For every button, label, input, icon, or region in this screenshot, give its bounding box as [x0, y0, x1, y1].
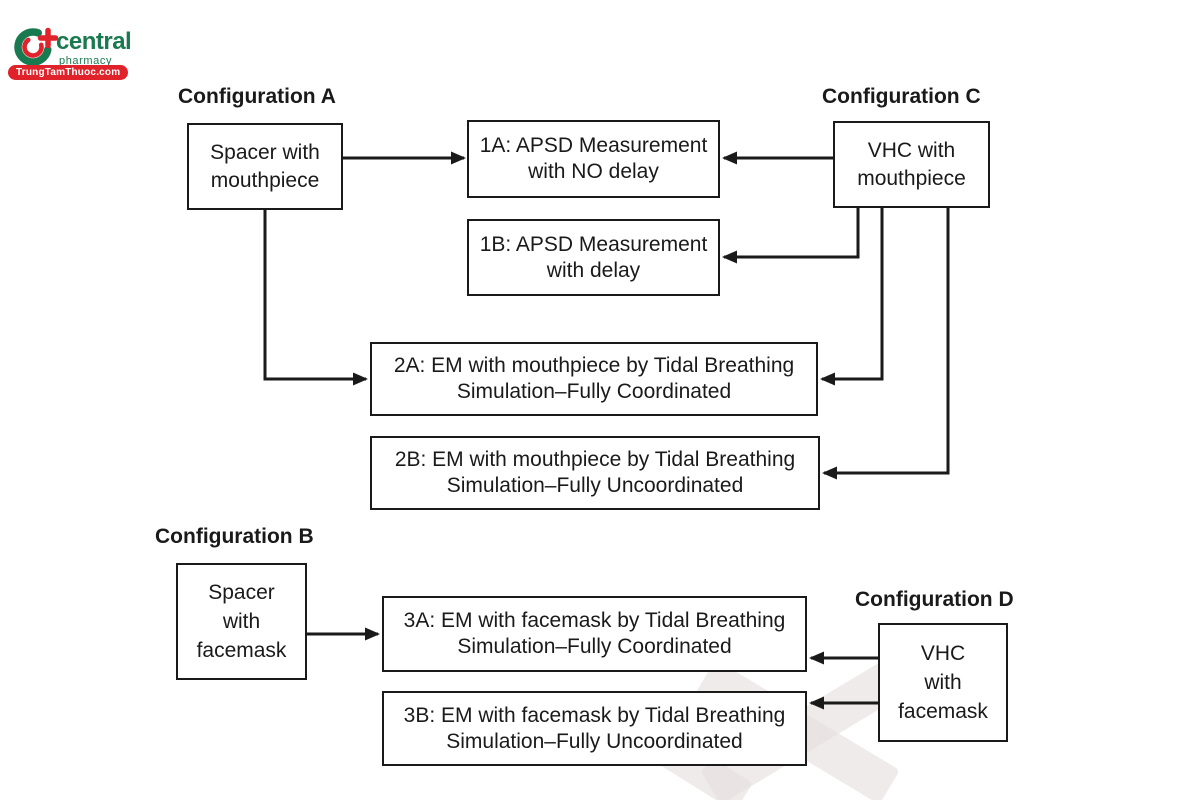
- node-3b-em-facemask-uncoordinated: 3B: EM with facemask by Tidal Breathing …: [382, 691, 807, 766]
- node-vhc-with-facemask: VHC with facemask: [878, 623, 1008, 742]
- edge-spacerA-to-2A: [263, 209, 368, 386]
- node-3a-em-facemask-coordinated: 3A: EM with facemask by Tidal Breathing …: [382, 596, 807, 672]
- brand-tagline: pharmacy: [59, 55, 113, 67]
- heading-configuration-a: Configuration A: [178, 85, 336, 108]
- node-spacer-with-facemask: Spacer with facemask: [176, 563, 307, 680]
- heading-configuration-c: Configuration C: [822, 85, 981, 108]
- node-2b-em-mouthpiece-uncoordinated: 2B: EM with mouthpiece by Tidal Breathin…: [370, 436, 820, 510]
- node-1a-apsd-no-delay: 1A: APSD Measurement with NO delay: [467, 120, 720, 198]
- heading-configuration-d: Configuration D: [855, 588, 1014, 611]
- brand-banner: TrungTamThuoc.com: [8, 65, 129, 80]
- edge-vhcC-to-1B: [722, 208, 860, 264]
- node-1b-apsd-delay: 1B: APSD Measurement with delay: [467, 219, 720, 296]
- node-vhc-with-mouthpiece: VHC with mouthpiece: [833, 121, 990, 208]
- node-2a-em-mouthpiece-coordinated: 2A: EM with mouthpiece by Tidal Breathin…: [370, 342, 818, 416]
- brand-name: central: [56, 28, 132, 55]
- heading-configuration-b: Configuration B: [155, 525, 314, 548]
- pharmacy-logo-icon: [14, 27, 58, 66]
- brand-logo: central pharmacy TrungTamThuoc.com: [8, 14, 158, 84]
- edge-vhcC-to-2B: [822, 208, 950, 480]
- edge-vhcC-to-2A: [820, 208, 884, 386]
- node-spacer-with-mouthpiece: Spacer with mouthpiece: [187, 123, 343, 210]
